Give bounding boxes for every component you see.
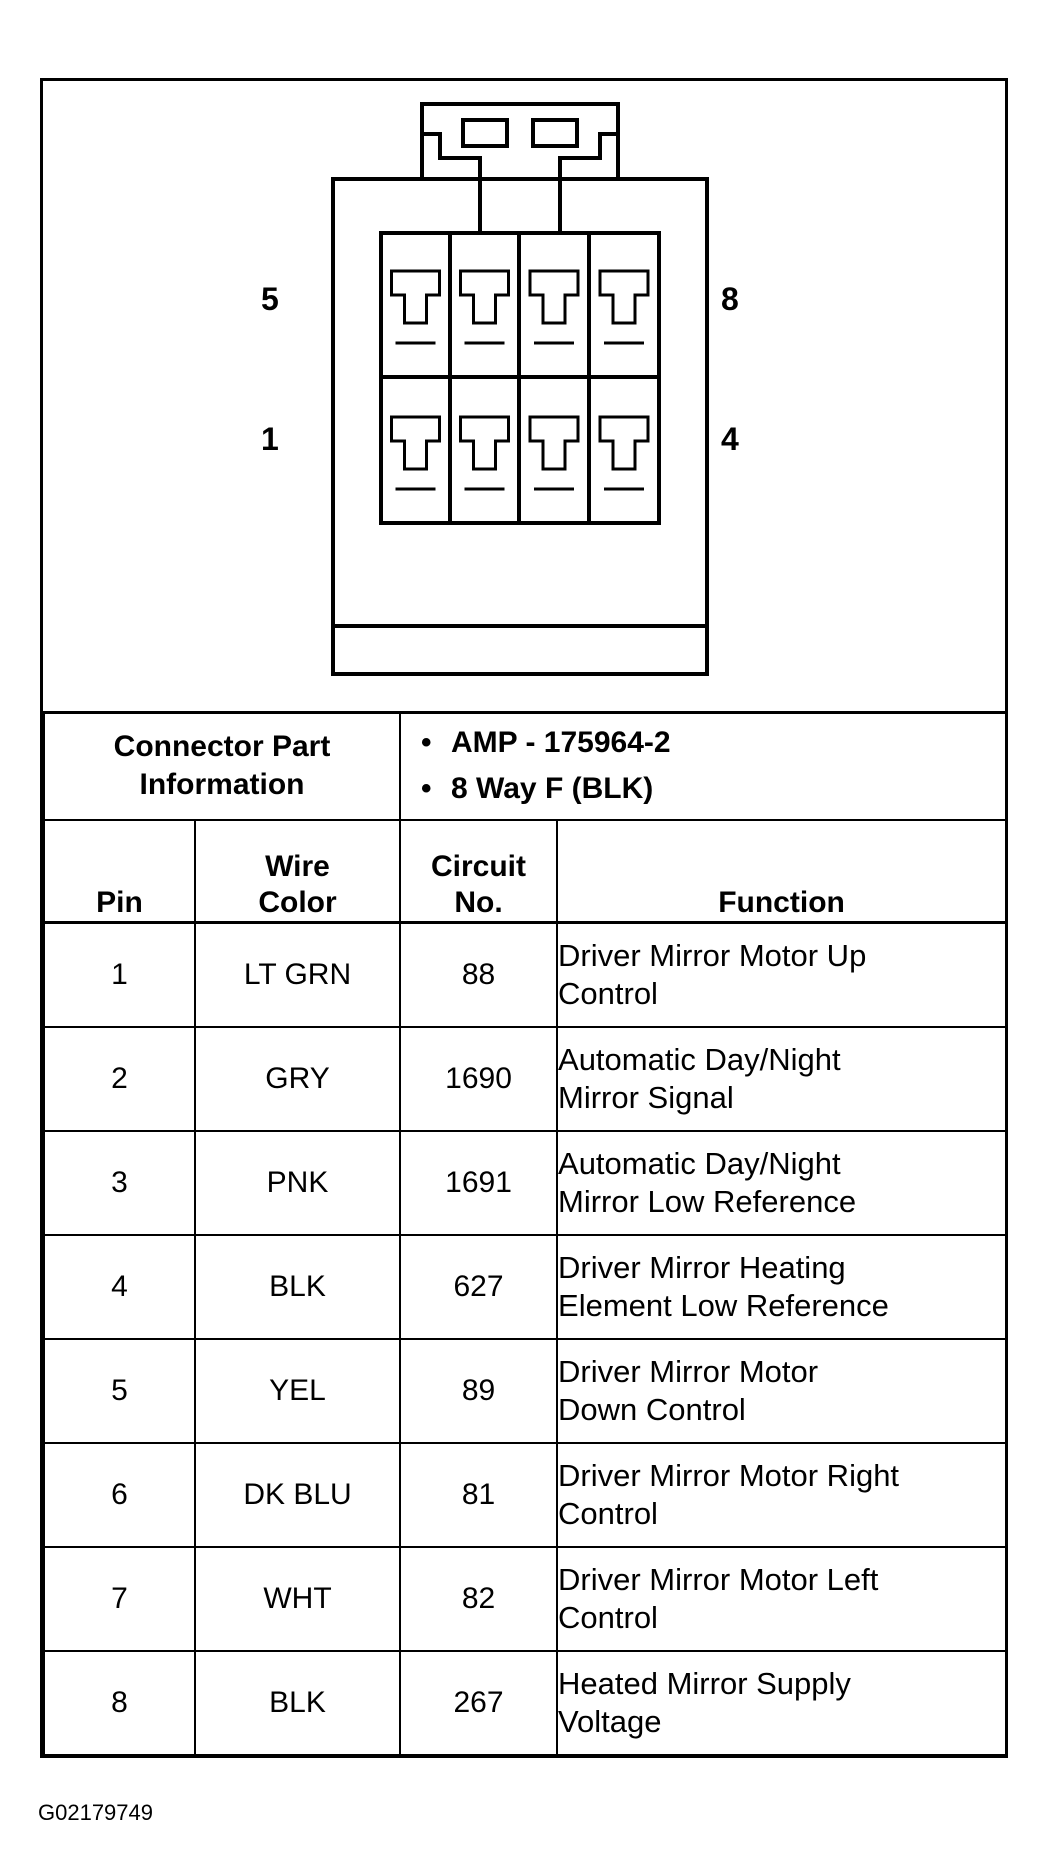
part-info-values: AMP - 175964-2 8 Way F (BLK) <box>399 711 1008 821</box>
wire-color-cell: WHT <box>193 1545 402 1652</box>
function-cell: Heated Mirror Supply Voltage <box>556 1649 1008 1756</box>
circuit-cell: 88 <box>399 921 559 1028</box>
connector-type: 8 Way F (BLK) <box>421 766 1005 812</box>
wire-color-cell: PNK <box>193 1129 402 1236</box>
lock-window-left <box>461 118 509 148</box>
header-wire-color: Wire Color <box>193 818 402 924</box>
circuit-cell: 81 <box>399 1441 559 1548</box>
function-cell: Driver Mirror Heating Element Low Refere… <box>556 1233 1008 1340</box>
lock-tab <box>420 102 620 181</box>
pin-cell: 2 <box>43 1025 196 1132</box>
wire-color-cell: DK BLU <box>193 1441 402 1548</box>
function-cell: Automatic Day/Night Mirror Signal <box>556 1025 1008 1132</box>
pin-table: Connector Part Information AMP - 175964-… <box>42 711 1008 1756</box>
pin-cell: 5 <box>43 1337 196 1444</box>
circuit-cell: 1690 <box>399 1025 559 1132</box>
lock-window-right <box>531 118 579 148</box>
figure-id: G02179749 <box>38 1800 153 1825</box>
circuit-cell: 627 <box>399 1233 559 1340</box>
pin-cell: 3 <box>43 1129 196 1236</box>
pin-cell: 1 <box>43 921 196 1028</box>
function-cell: Driver Mirror Motor Right Control <box>556 1441 1008 1548</box>
function-cell: Automatic Day/Night Mirror Low Reference <box>556 1129 1008 1236</box>
pin-cell: 8 <box>43 1649 196 1756</box>
connector-diagram: 5 8 1 4 <box>43 81 1005 711</box>
pin-cell: 6 <box>43 1441 196 1548</box>
terminal-cavity-icon <box>528 269 580 325</box>
terminal-cavity-icon <box>598 415 650 471</box>
connector-figure-frame: 5 8 1 4 Connector Part Information AMP -… <box>40 78 1008 1758</box>
circuit-cell: 89 <box>399 1337 559 1444</box>
terminal-cavity-icon <box>459 415 510 471</box>
terminal-cavity-icon <box>459 269 510 325</box>
connector-face-drawing <box>331 102 709 676</box>
terminal-cavity-icon <box>390 415 441 471</box>
pin-label-4: 4 <box>721 421 739 457</box>
circuit-cell: 267 <box>399 1649 559 1756</box>
table-header-row: Pin Wire Color Circuit No. Function <box>43 818 1008 924</box>
part-info-row: Connector Part Information AMP - 175964-… <box>42 711 1008 821</box>
circuit-cell: 1691 <box>399 1129 559 1236</box>
part-info-list: AMP - 175964-2 8 Way F (BLK) <box>401 720 1005 812</box>
pin-label-5: 5 <box>261 281 279 317</box>
part-info-title: Connector Part Information <box>42 711 402 821</box>
terminal-cavity-icon <box>528 415 580 471</box>
wire-color-cell: LT GRN <box>193 921 402 1028</box>
pin-label-1: 1 <box>261 421 279 457</box>
function-cell: Driver Mirror Motor Up Control <box>556 921 1008 1028</box>
pin-cell: 4 <box>43 1233 196 1340</box>
terminal-cavity-icon <box>390 269 441 325</box>
wire-color-cell: BLK <box>193 1233 402 1340</box>
part-number: AMP - 175964-2 <box>421 720 1005 766</box>
header-function: Function <box>556 818 1008 924</box>
part-info-title-text: Connector Part Information <box>113 730 331 802</box>
pin-cell: 7 <box>43 1545 196 1652</box>
function-cell: Driver Mirror Motor Left Control <box>556 1545 1008 1652</box>
header-pin: Pin <box>43 818 196 924</box>
wire-color-cell: GRY <box>193 1025 402 1132</box>
wire-color-cell: BLK <box>193 1649 402 1756</box>
terminal-cavity-icon <box>598 269 650 325</box>
wire-color-cell: YEL <box>193 1337 402 1444</box>
header-circuit-no: Circuit No. <box>399 818 559 924</box>
pin-label-8: 8 <box>721 281 739 317</box>
circuit-cell: 82 <box>399 1545 559 1652</box>
function-cell: Driver Mirror Motor Down Control <box>556 1337 1008 1444</box>
